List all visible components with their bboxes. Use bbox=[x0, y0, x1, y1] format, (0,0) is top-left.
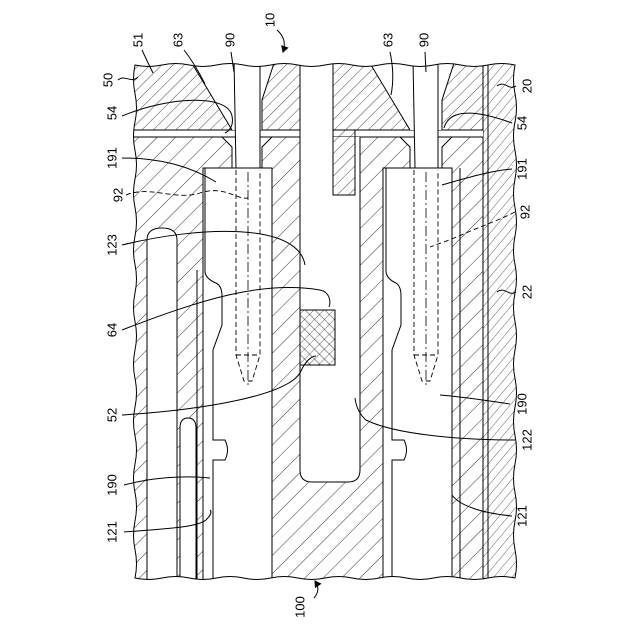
outer-frame-hatched-region bbox=[483, 40, 543, 610]
leader-10-arrow bbox=[277, 30, 284, 52]
latch-block bbox=[300, 310, 335, 365]
label-92-right: 92 bbox=[518, 205, 533, 219]
center-plate-opening bbox=[300, 60, 333, 138]
label-92-left: 92 bbox=[111, 188, 126, 202]
left-pin bbox=[234, 60, 260, 168]
label-121-left: 121 bbox=[105, 521, 120, 543]
label-100: 100 bbox=[293, 596, 308, 618]
drawing-body bbox=[100, 40, 543, 610]
left-lower-slot bbox=[180, 418, 196, 600]
label-191-right: 191 bbox=[515, 158, 530, 180]
label-22: 22 bbox=[520, 285, 535, 299]
label-121-right: 121 bbox=[515, 505, 530, 527]
right-pin bbox=[413, 60, 438, 168]
label-50: 50 bbox=[101, 73, 116, 87]
leader-100-arrow bbox=[314, 581, 318, 598]
label-90-right: 90 bbox=[417, 33, 432, 47]
label-122: 122 bbox=[520, 429, 535, 451]
label-64: 64 bbox=[105, 323, 120, 337]
label-123: 123 bbox=[105, 234, 120, 256]
left-outer-slot bbox=[147, 228, 177, 600]
label-63-left: 63 bbox=[171, 33, 186, 47]
label-52: 52 bbox=[105, 408, 120, 422]
label-190-left: 190 bbox=[105, 474, 120, 496]
plate-center-tab bbox=[333, 130, 355, 195]
label-90-left: 90 bbox=[223, 33, 238, 47]
label-54-right: 54 bbox=[515, 116, 530, 130]
label-20: 20 bbox=[520, 79, 535, 93]
label-51: 51 bbox=[131, 33, 146, 47]
right-terminal-cavity bbox=[383, 168, 452, 600]
label-190-right: 190 bbox=[515, 393, 530, 415]
label-63-right: 63 bbox=[381, 33, 396, 47]
label-54-left: 54 bbox=[105, 106, 120, 120]
label-191-left: 191 bbox=[105, 147, 120, 169]
label-10: 10 bbox=[263, 13, 278, 27]
